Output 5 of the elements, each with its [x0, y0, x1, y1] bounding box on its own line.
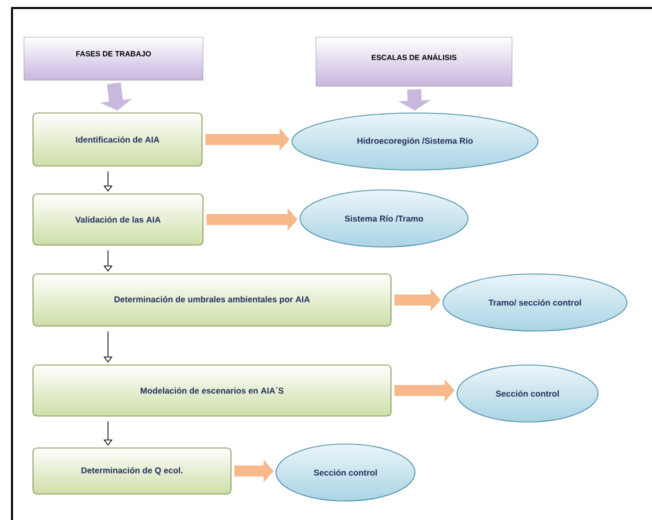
- process-box: Validación de las AIA: [32, 194, 204, 246]
- process-box: Determinación de Q ecol.: [32, 448, 232, 494]
- process-box: Determinación de umbrales ambientales por AIA: [32, 274, 392, 326]
- process-box: Identificación de AIA: [32, 112, 202, 166]
- process-box: Modelación de escenarios en AIA´S: [32, 364, 392, 416]
